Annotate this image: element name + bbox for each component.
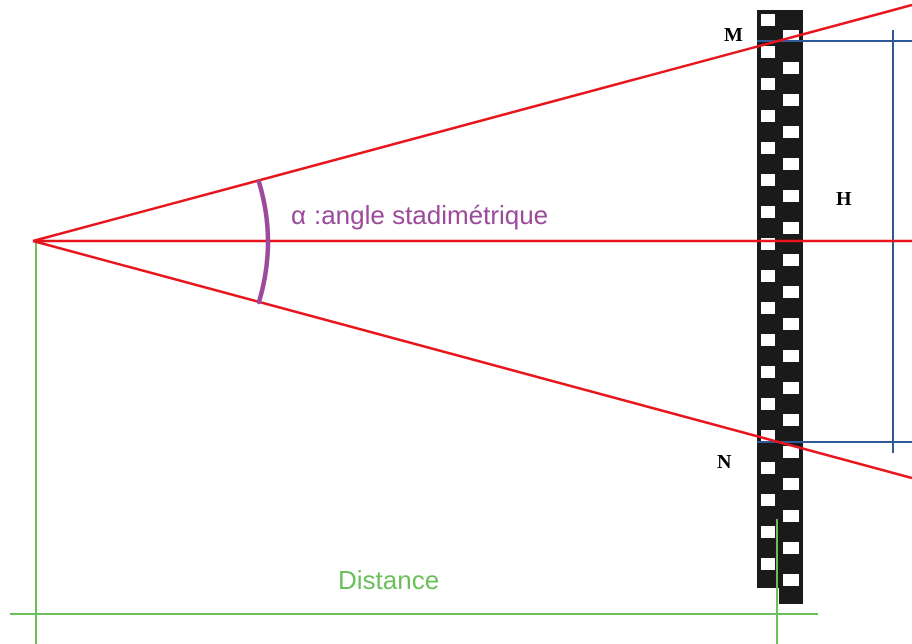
staff-graduation-mark	[761, 302, 775, 314]
staff-graduation-mark	[783, 350, 799, 362]
height-label: H	[836, 188, 852, 210]
angle-caption: :angle stadimétrique	[314, 200, 548, 230]
staff-graduation-mark	[783, 126, 799, 138]
staff-graduation-mark	[761, 366, 775, 378]
staff-graduation-mark	[761, 270, 775, 282]
staff-graduation-mark	[783, 318, 799, 330]
staff-graduation-mark	[783, 382, 799, 394]
angle-arc	[256, 179, 271, 305]
sight-line-upper	[32, 3, 912, 243]
distance-label: Distance	[338, 565, 439, 595]
staff-graduation-mark	[783, 158, 799, 170]
staff-graduation-mark	[783, 222, 799, 234]
staff-graduation-mark	[761, 14, 775, 26]
staff-graduation-mark	[761, 462, 775, 474]
staff-graduation-mark	[761, 558, 775, 570]
staff-graduation-mark	[783, 542, 799, 554]
staff-graduation-mark	[761, 398, 775, 410]
staff-graduation-mark	[783, 94, 799, 106]
staff-graduation-mark	[783, 414, 799, 426]
sight-line-lower	[32, 239, 912, 480]
sight-lines	[32, 3, 912, 480]
staff-graduation-mark	[761, 526, 775, 538]
staff-graduation-mark	[783, 574, 799, 586]
staff-graduation-mark	[761, 110, 775, 122]
staff-graduation-mark	[761, 78, 775, 90]
staff-graduation-mark	[761, 494, 775, 506]
staff-graduation-mark	[783, 510, 799, 522]
staff-graduation-mark	[783, 478, 799, 490]
alpha-symbol: α	[291, 200, 306, 230]
leveling-staff	[757, 10, 803, 604]
staff-graduation-mark	[783, 254, 799, 266]
staff-column-right	[779, 10, 803, 604]
staff-graduation-mark	[761, 46, 775, 58]
staff-graduation-mark	[761, 142, 775, 154]
staff-graduation-mark	[761, 334, 775, 346]
staff-graduation-mark	[783, 286, 799, 298]
staff-graduation-mark	[783, 190, 799, 202]
staff-graduation-mark	[761, 206, 775, 218]
staff-column-left	[757, 10, 779, 588]
point-m-label: M	[724, 24, 743, 46]
distance-measure	[10, 242, 818, 644]
staff-graduation-mark	[783, 446, 799, 458]
staff-graduation-mark	[761, 174, 775, 186]
point-n-label: N	[717, 451, 732, 473]
staff-graduation-mark	[783, 62, 799, 74]
